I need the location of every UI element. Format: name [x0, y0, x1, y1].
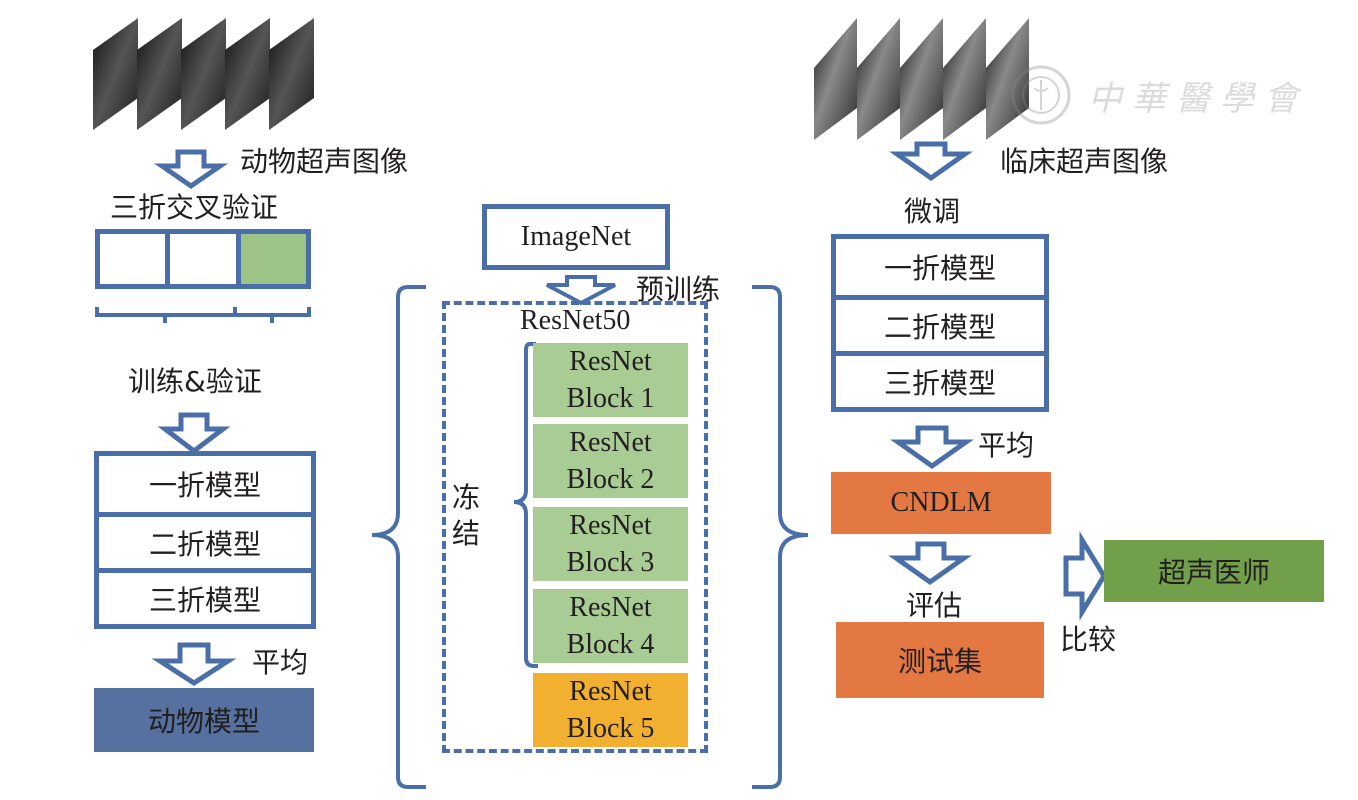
- cndlm-label: CNDLM: [890, 487, 992, 518]
- ultrasound-frame: [986, 18, 1029, 140]
- watermark-text: 中華醫學會: [1088, 78, 1308, 119]
- down-arrow-icon: [153, 149, 229, 190]
- resnet-block-3: ResNet Block 3: [533, 507, 688, 581]
- resnet-block-2: ResNet Block 2: [533, 424, 688, 498]
- compare-label: 比较: [1060, 623, 1117, 656]
- ultrasound-frame: [814, 18, 857, 140]
- freeze-bracket: [513, 342, 538, 668]
- cndlm-box: CNDLM: [831, 472, 1051, 534]
- ultrasound-frame: [857, 18, 900, 140]
- fold-model-2: 二折模型: [836, 295, 1044, 351]
- block-number: Block 4: [566, 629, 655, 660]
- sonographer-box: 超声医师: [1104, 540, 1324, 602]
- test-set-box: 测试集: [836, 622, 1044, 698]
- down-arrow-icon: [889, 141, 973, 182]
- left-brace: [371, 285, 426, 789]
- block-number: Block 3: [566, 547, 655, 578]
- ultrasound-frame: [943, 18, 986, 140]
- train-validate-label: 训练&验证: [128, 365, 262, 398]
- pretrain-label: 预训练: [636, 273, 721, 306]
- animal-images-label: 动物超声图像: [240, 145, 409, 178]
- fold-segment-train: [100, 234, 171, 284]
- block-number: Block 5: [566, 713, 655, 744]
- resnet-block-1: ResNet Block 1: [533, 343, 688, 417]
- block-title: ResNet: [569, 510, 652, 541]
- imagenet-box: ImageNet: [482, 204, 670, 270]
- down-arrow-icon: [890, 425, 974, 470]
- ultrasound-frame: [225, 18, 270, 130]
- split-brackets: [95, 307, 311, 323]
- right-arrow-icon: [1063, 531, 1107, 621]
- clinical-ultrasound-images: [814, 18, 1029, 140]
- down-arrow-icon: [151, 642, 237, 686]
- block-number: Block 2: [566, 464, 655, 495]
- right-brace: [752, 285, 809, 789]
- imagenet-label: ImageNet: [520, 221, 632, 252]
- finetune-label: 微调: [904, 195, 961, 228]
- society-seal-icon: [1011, 65, 1071, 125]
- resnet-block-5: ResNet Block 5: [533, 673, 688, 747]
- evaluate-label: 评估: [906, 589, 963, 622]
- block-title: ResNet: [569, 346, 652, 377]
- ultrasound-frame: [269, 18, 314, 130]
- resnet50-label: ResNet50: [520, 305, 631, 336]
- fold-model-2: 二折模型: [99, 512, 311, 568]
- fold-model-3: 三折模型: [99, 568, 311, 624]
- fold-model-1: 一折模型: [148, 469, 261, 502]
- fold-model-3: 三折模型: [836, 351, 1044, 407]
- block-number: Block 1: [566, 383, 655, 414]
- down-arrow-icon: [157, 412, 231, 455]
- animal-model-box: 动物模型: [94, 688, 314, 752]
- block-title: ResNet: [569, 676, 652, 707]
- left-average-label: 平均: [252, 646, 309, 679]
- test-set-label: 测试集: [897, 645, 982, 678]
- sonographer-label: 超声医师: [1157, 556, 1270, 589]
- right-average-label: 平均: [978, 429, 1035, 462]
- animal-model-label: 动物模型: [147, 705, 260, 738]
- watermark: 中華醫學會: [1010, 64, 1308, 126]
- block-title: ResNet: [569, 592, 652, 623]
- fold-segment-train: [170, 234, 241, 284]
- left-fold-models: 一折模型 二折模型 三折模型: [94, 451, 316, 629]
- fold-split-bar: [95, 229, 311, 289]
- animal-ultrasound-images: [93, 18, 314, 130]
- fold-segment-validation: [240, 234, 306, 284]
- ultrasound-frame: [181, 18, 226, 130]
- down-arrow-icon: [888, 541, 972, 586]
- resnet-block-4: ResNet Block 4: [533, 589, 688, 663]
- clinical-images-label: 临床超声图像: [1000, 145, 1169, 178]
- down-arrow-icon: [546, 275, 616, 306]
- cross-validation-label: 三折交叉验证: [110, 191, 279, 224]
- resnet50-container: [442, 301, 708, 753]
- freeze-label: 冻结: [452, 481, 481, 550]
- ultrasound-frame: [93, 18, 138, 130]
- right-fold-models: 一折模型 二折模型 三折模型: [831, 234, 1049, 412]
- block-title: ResNet: [569, 427, 652, 458]
- fold-model-1: 一折模型: [883, 252, 996, 285]
- ultrasound-frame: [137, 18, 182, 130]
- ultrasound-frame: [900, 18, 943, 140]
